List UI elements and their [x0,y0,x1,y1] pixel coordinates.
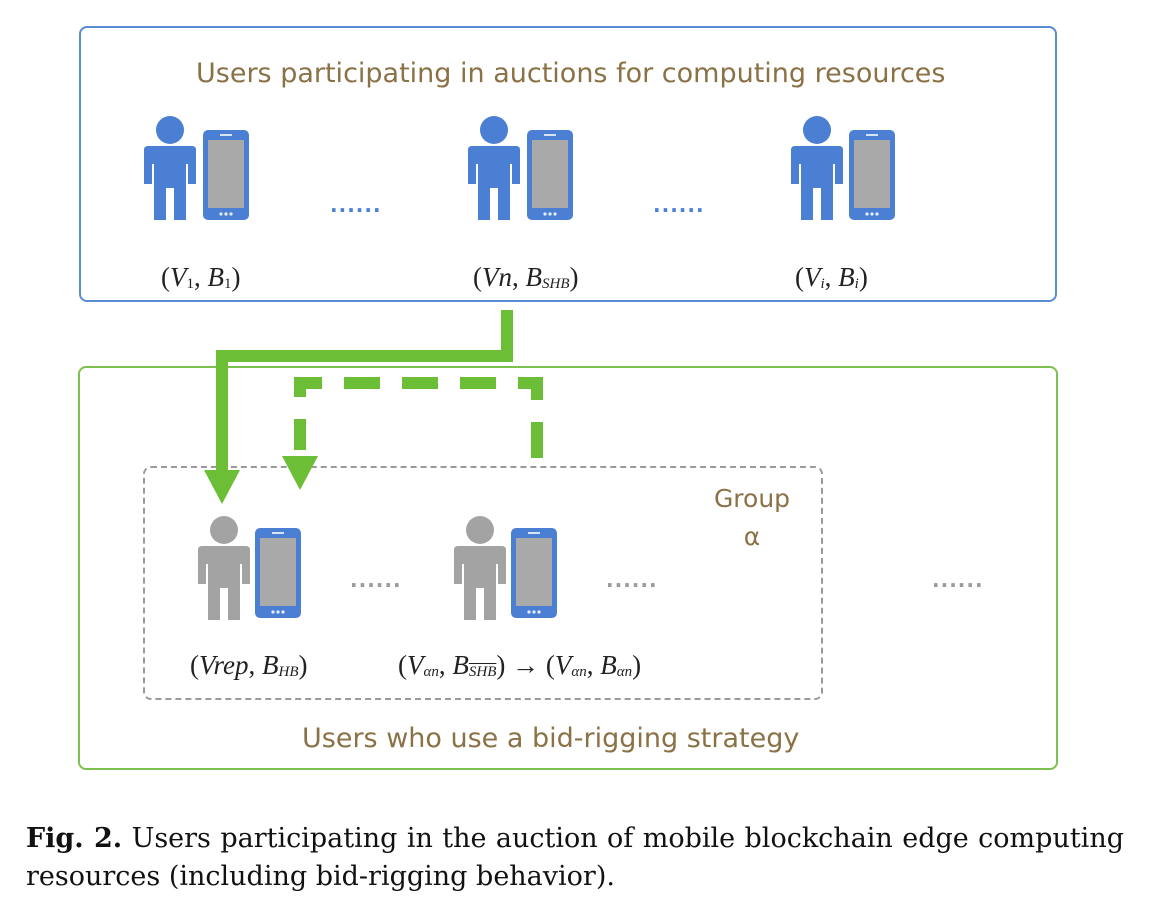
auction-participants-title: Users participating in auctions for comp… [196,58,946,89]
figure-caption: Fig. 2. Users participating in the aucti… [26,820,1124,896]
user-1-label: (V1, B1) [161,262,241,292]
phone-n-icon [527,130,573,220]
phone-rep-icon [255,528,301,618]
dashed-green-arrow [282,377,543,490]
bid-rigging-users-box [78,366,1058,770]
ellipsis-bottom-2: ...... [606,568,658,592]
auction-participants-box [79,26,1057,302]
solid-green-arrow [204,310,513,504]
ellipsis-bottom-3: ...... [932,568,984,592]
phone-i-icon [849,130,895,220]
phone-alpha-n-icon [511,528,557,618]
user-i-label: (Vi, Bi) [795,262,868,292]
user-1-icon [144,116,196,220]
user-alpha-n-label: (Vαn, BSHB) → (Vαn, Bαn) [398,650,642,680]
group-label-word: Group [713,484,791,513]
caption-label: Fig. 2. [26,823,123,854]
ellipsis-top-right: ...... [653,193,705,217]
group-alpha-box [143,466,823,700]
user-n-icon [468,116,520,220]
user-i-icon [791,116,843,220]
bid-rigging-users-title: Users who use a bid-rigging strategy [302,723,800,754]
ellipsis-top-left: ...... [330,193,382,217]
phone-1-icon [203,130,249,220]
caption-text: Users participating in the auction of mo… [26,823,1124,892]
group-alpha-label: Group α [700,480,804,556]
group-label-symbol: α [743,522,761,551]
user-n-label: (Vn, BSHB) [473,262,579,292]
user-alpha-n-icon [454,516,506,620]
user-rep-icon [198,516,250,620]
user-rep-label: (Vrep, BHB) [190,650,308,680]
ellipsis-bottom-1: ...... [350,568,402,592]
